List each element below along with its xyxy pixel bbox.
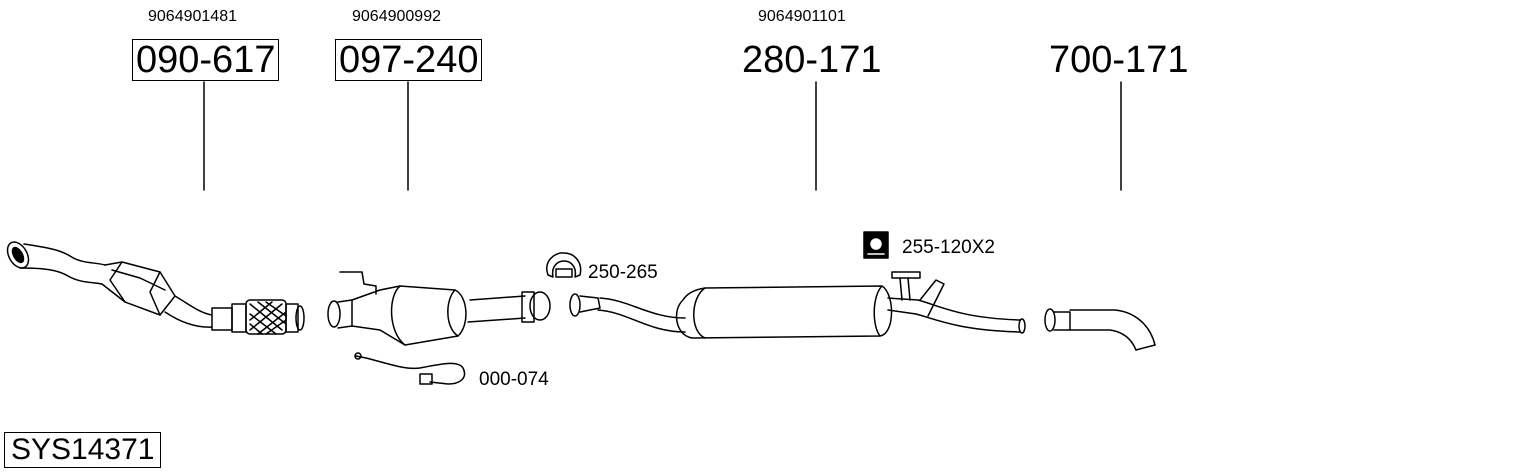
clamp-label[interactable]: 250-265 — [588, 262, 658, 283]
silencer-inlet-end — [569, 293, 581, 317]
part-label-097-240[interactable]: 097-240 — [335, 39, 483, 81]
part-drawing-097-240[interactable] — [327, 271, 551, 346]
inlet-flange — [6, 241, 30, 269]
leader-lines — [203, 81, 1122, 191]
mount-label[interactable]: 255-120X2 — [902, 237, 995, 258]
pipe-coupling — [211, 307, 233, 331]
part-drawing-000-074[interactable] — [354, 352, 466, 385]
part-drawing-700-171[interactable] — [1044, 308, 1156, 351]
dpf-inlet-flange — [327, 300, 341, 328]
part-label-700-171[interactable]: 700-171 — [1049, 39, 1189, 81]
sensor-tip — [354, 352, 362, 360]
hanger-plate — [891, 271, 921, 279]
part-label-090-617[interactable]: 090-617 — [132, 39, 280, 81]
sensor-plug — [419, 373, 433, 385]
system-code: SYS14371 — [4, 432, 162, 468]
sensor-label[interactable]: 000-074 — [479, 369, 549, 390]
part-label-280-171[interactable]: 280-171 — [742, 39, 882, 81]
part-drawing-280-171[interactable] — [569, 271, 1026, 339]
oe-number-280-171: 9064901101 — [758, 8, 846, 25]
dpf-bracket — [339, 271, 377, 295]
rubber-mount-icon[interactable] — [863, 231, 889, 259]
silencer-body — [675, 285, 893, 339]
oe-number-090-617: 9064901481 — [148, 8, 237, 25]
clamp-icon[interactable] — [546, 252, 582, 278]
part-drawing-090-617[interactable] — [3, 238, 305, 335]
tailpipe-inlet-end — [1044, 308, 1056, 332]
oe-number-097-240: 9064900992 — [352, 8, 441, 25]
